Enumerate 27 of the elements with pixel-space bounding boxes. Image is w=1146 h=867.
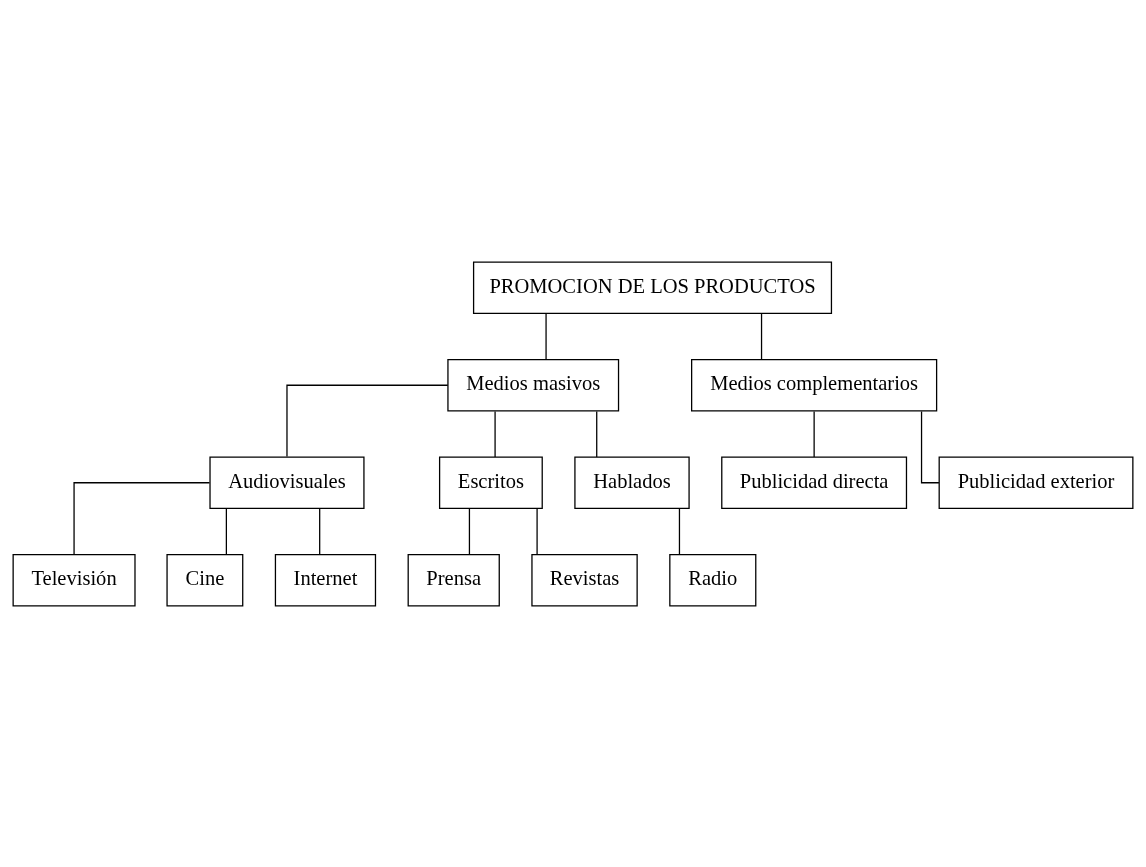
- node-box: Cine: [166, 553, 244, 606]
- node-box: Medios masivos: [447, 358, 620, 412]
- node-box: Internet: [274, 553, 377, 606]
- node-box: Radio: [669, 553, 757, 606]
- node-box: PROMOCION DE LOS PRODUCTOS: [472, 261, 833, 314]
- connector: [678, 507, 681, 555]
- node-box: Medios complementarios: [691, 358, 938, 412]
- node-box: Revistas: [531, 553, 638, 606]
- connector: [920, 410, 940, 483]
- node-box: Prensa: [407, 553, 500, 606]
- connector: [760, 312, 763, 360]
- connector: [536, 507, 538, 555]
- connector: [225, 507, 227, 555]
- node-box: Escritos: [438, 455, 543, 509]
- node-box: Audiovisuales: [209, 455, 365, 509]
- connector: [494, 410, 496, 457]
- node-box: Publicidad exterior: [938, 455, 1134, 509]
- node-box: Televisión: [12, 553, 136, 606]
- connector: [319, 507, 321, 555]
- node-box: Publicidad directa: [721, 455, 908, 509]
- connector: [286, 384, 449, 457]
- connector: [545, 312, 547, 360]
- connector: [813, 410, 815, 457]
- connector: [596, 410, 598, 457]
- node-box: Hablados: [574, 455, 690, 509]
- connector: [73, 481, 211, 555]
- connector: [468, 507, 471, 555]
